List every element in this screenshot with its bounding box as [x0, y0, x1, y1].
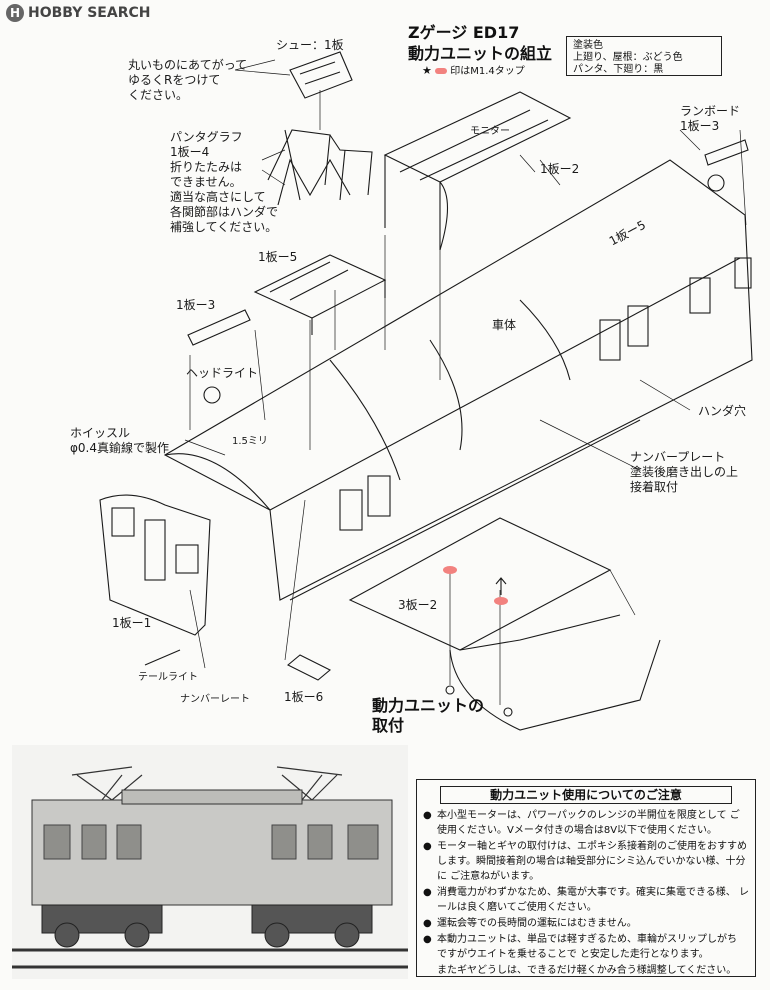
tap-legend: ★ 印はM1.4タップ — [408, 64, 552, 78]
note-last: またギヤどうしは、できるだけ軽くかみ合う様調整してください。 — [437, 965, 737, 976]
tap-marker-1 — [443, 566, 457, 574]
assembly-diagram — [99, 51, 753, 731]
front-cab — [99, 494, 211, 636]
label-plate-1-6: 1板ー6 — [284, 690, 324, 704]
label-number-plate: ナンバープレート塗装後磨き出しの上接着取付 — [630, 450, 739, 494]
label-plate-1-5a: 1板ー5 — [258, 250, 298, 264]
note-text: 運転会等での長時間の運転にはむきません。 — [437, 918, 637, 929]
note-item: ● 本動力ユニットは、単品では軽すぎるため、車輪がスリップしがち ですがウエイト… — [423, 932, 749, 962]
label-dim: 1.5ミリ — [232, 436, 268, 447]
label-monitor: モニター — [470, 126, 510, 137]
star-icon: ★ — [422, 64, 432, 77]
panta-base-left — [253, 254, 387, 335]
page-title: Zゲージ ED17 動力ユニットの組立 ★ 印はM1.4タップ — [408, 22, 552, 78]
tap-marker-2 — [494, 597, 508, 605]
note-text: 消費電力がわずかなため、集電が大事です。確実に集電できる様、 レールは良く磨いて… — [437, 887, 749, 913]
paint-line2: パンタ、下廻り：黒 — [573, 64, 664, 75]
label-plate-1-1: 1板ー1 — [112, 616, 152, 630]
label-solder-hole: ハンダ穴 — [698, 404, 747, 418]
label-plate-1-3a: 1板ー3 — [176, 298, 216, 312]
paint-color-box: 塗装色 上廻り、屋根：ぶどう色 パンタ、下廻り：黒 — [566, 36, 722, 76]
label-mount: 動力ユニットの取付 — [372, 696, 485, 735]
photo-rail — [12, 948, 408, 969]
hobby-search-logo: H HOBBY SEARCH — [6, 4, 150, 22]
photo-monitor — [121, 789, 303, 805]
note-text: 本小型モーターは、パワーパックのレンジの半開位を限度として ご使用ください。Vメ… — [437, 810, 740, 836]
usage-notes: 動力ユニット使用についてのご注意 ● 本小型モーターは、パワーパックのレンジの半… — [416, 779, 756, 977]
tap-marker-icon — [435, 68, 448, 74]
photo-windows — [43, 824, 379, 860]
logo-mark: H — [6, 4, 24, 22]
monitor-part — [383, 91, 572, 251]
small-parts — [144, 139, 749, 717]
label-shoe-note: 丸いものにあてがってゆるくRをつけてください。 — [128, 58, 248, 102]
side-windows — [339, 257, 752, 531]
bullet-icon: ● — [423, 810, 432, 821]
photo-bogies — [41, 904, 373, 948]
note-item: ● モーター軸とギヤの取付けは、エポキシ系接着剤のご使用をおすすめ します。瞬間… — [423, 839, 749, 884]
label-plate-3-2: 3板ー2 — [398, 598, 438, 612]
label-shoe: シュー：1板 — [276, 38, 344, 52]
title-line1: Zゲージ ED17 — [408, 23, 520, 42]
shoe-part — [289, 51, 353, 99]
label-body: 車体 — [492, 318, 517, 332]
tap-legend-text: 印はM1.4タップ — [450, 66, 525, 77]
note-text: モーター軸とギヤの取付けは、エポキシ系接着剤のご使用をおすすめ します。瞬間接着… — [437, 841, 747, 882]
logo-text: HOBBY SEARCH — [28, 5, 151, 21]
car-body — [163, 159, 753, 601]
note-item: ● 消費電力がわずかなため、集電が大事です。確実に集電できる様、 レールは良く磨… — [423, 885, 749, 915]
note-item: ● 運転会等での長時間の運転にはむきません。 — [423, 916, 749, 931]
label-tail-light: テールライト — [138, 672, 198, 683]
paint-heading: 塗装色 — [573, 40, 603, 51]
notes-title: 動力ユニット使用についてのご注意 — [440, 786, 732, 804]
note-text: 本動力ユニットは、単品では軽すぎるため、車輪がスリップしがち ですがウエイトを乗… — [437, 934, 737, 960]
bullet-icon: ● — [423, 934, 432, 945]
paint-line1: 上廻り、屋根：ぶどう色 — [573, 52, 683, 63]
label-number-plate-small: ナンバーレート — [180, 694, 250, 705]
bullet-icon: ● — [423, 841, 432, 852]
bullet-icon: ● — [423, 918, 432, 929]
bullet-icon: ● — [423, 887, 432, 898]
pantograph-part — [267, 129, 373, 206]
title-line2: 動力ユニットの組立 — [408, 44, 553, 63]
leader-lines — [184, 59, 747, 705]
model-photo — [12, 745, 408, 979]
label-plate-1-2: 1板ー2 — [540, 162, 580, 176]
arrow-up-icon — [495, 577, 507, 595]
note-item: ● 本小型モーターは、パワーパックのレンジの半開位を限度として ご使用ください。… — [423, 808, 749, 838]
label-headlight: ヘッドライト — [186, 366, 259, 380]
